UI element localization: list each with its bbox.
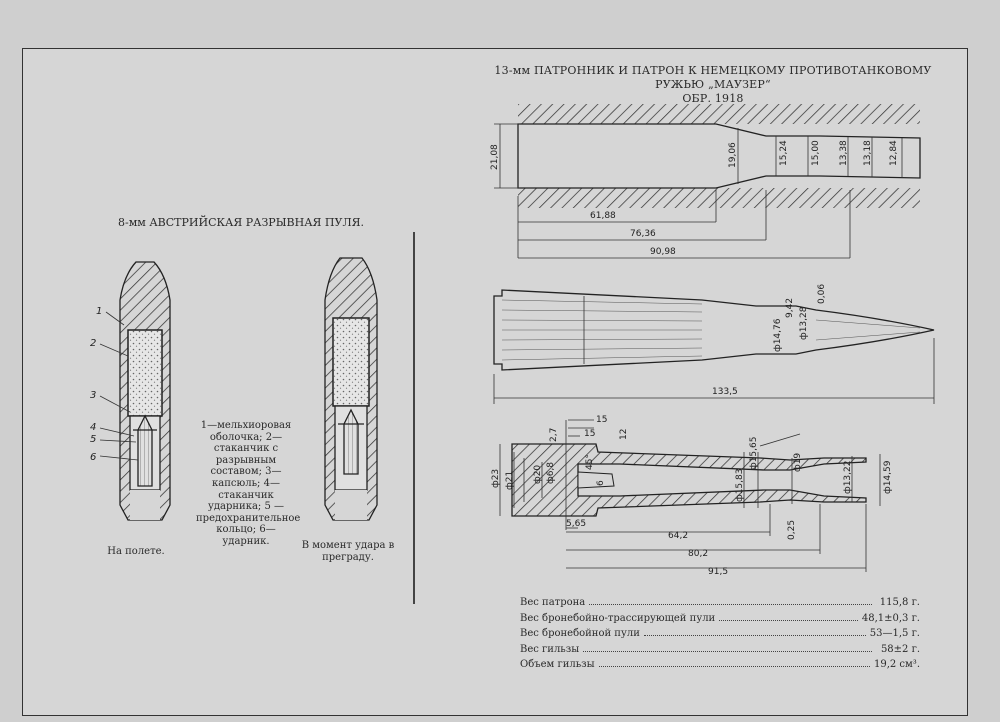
spec-row: Вес гильзы 58±2 г. [520, 644, 920, 660]
page-title: 13-мм ПАТРОННИК И ПАТРОН К НЕМЕЦКОМУ ПРО… [478, 64, 948, 106]
dim-label: 0,06 [817, 284, 827, 304]
caption-at-impact: В момент удара в преграду. [301, 540, 395, 563]
dim-label: ф14,59 [883, 460, 893, 494]
spec-leader-dots [589, 604, 872, 605]
cartridge-drawing: ф14,76 9,42 ф13,28 0,06 133,5 [493, 284, 935, 404]
caption-in-flight: На полете. [107, 546, 165, 557]
part-number: 3 [90, 390, 96, 401]
spec-value: 48,1±0,3 г. [861, 612, 920, 624]
dim-label: ф19 [793, 453, 803, 472]
dim-label: 15 [584, 429, 595, 439]
dim-label: 5,65 [566, 519, 586, 529]
spec-name: Вес бронебойной пули [520, 628, 640, 640]
part-number: 1 [96, 306, 102, 317]
spec-value: 115,8 г. [879, 597, 920, 608]
spec-leader-dots [643, 635, 866, 637]
dim-label: 64,2 [668, 531, 688, 541]
spec-row: Объем гильзы 19,2 см³. [520, 659, 920, 675]
dim-label: 61,88 [590, 211, 616, 221]
spec-leader-dots [583, 650, 872, 652]
dim-label: 80,2 [688, 549, 708, 559]
dim-label: 133,5 [712, 387, 738, 397]
dim-label: 90,98 [650, 247, 676, 257]
title-line-1: 13-мм ПАТРОННИК И ПАТРОН К НЕМЕЦКОМУ ПРО… [494, 64, 932, 91]
dim-label: 21,08 [490, 144, 500, 170]
part-leaders [99, 311, 139, 461]
part-numbers: 1 2 3 4 5 6 [90, 306, 102, 463]
dim-label: 15 [596, 415, 607, 425]
bullet-at-impact [324, 257, 378, 521]
section-divider [413, 232, 415, 604]
spec-leader-dots [598, 666, 870, 668]
dim-label: 91,5 [708, 567, 728, 577]
spec-row: Вес бронебойно-трассирующей пули 48,1±0,… [520, 613, 920, 629]
dim-label: ф13,22 [843, 461, 853, 494]
bullet-in-flight [119, 261, 171, 521]
dim-label: ф21 [505, 471, 515, 490]
dim-label: ф15,83 [735, 469, 745, 502]
specifications-table: Вес патрона 115,8 г. Вес бронебойно-трас… [520, 597, 920, 675]
dim-label: 6 [596, 480, 606, 486]
part-number: 4 [90, 422, 96, 433]
spec-name: Вес гильзы [520, 643, 580, 655]
case-section-drawing: ф23 ф21 ф20 ф6,8 ф15,83 ф15,65 ф19 ф13,2… [491, 415, 893, 577]
dim-label: ф15,65 [749, 437, 759, 470]
dim-label: 13,38 [839, 140, 849, 166]
spec-row: Вес бронебойной пули 53—1,5 г. [520, 628, 920, 644]
spec-name: Объем гильзы [520, 659, 595, 671]
dim-label: ф20 [533, 465, 543, 484]
dim-label: 15,24 [779, 140, 789, 166]
dim-label: 19,06 [728, 142, 738, 168]
part-number: 2 [90, 338, 96, 349]
dim-label: 45° [585, 454, 595, 470]
dim-label: ф14,76 [773, 318, 783, 352]
chamber-drawing: 21,08 19,06 15,24 15,00 13,38 13,18 12,8… [490, 104, 921, 259]
bullet-section-title: 8-мм АВСТРИЙСКАЯ РАЗРЫВНАЯ ПУЛЯ. [118, 216, 365, 229]
dim-label: 2,7 [549, 428, 559, 442]
part-number: 6 [90, 452, 96, 463]
dim-label: 12 [619, 429, 629, 440]
spec-name: Вес бронебойно-трассирующей пули [520, 612, 716, 624]
title-line-2: ОБР. 1918 [682, 92, 744, 105]
dim-label: 76,36 [630, 229, 656, 239]
parts-legend: 1—мельхиоровая оболочка; 2—стаканчик с р… [196, 420, 301, 547]
dim-label: ф13,28 [799, 306, 809, 340]
dim-label: 12,84 [889, 140, 899, 166]
dim-label: 9,42 [785, 298, 795, 318]
spec-leader-dots [719, 619, 858, 621]
spec-value: 58±2 г. [880, 643, 920, 655]
dim-label: 13,18 [863, 140, 873, 166]
spec-row: Вес патрона 115,8 г. [520, 597, 920, 613]
spec-value: 53—1,5 г. [869, 628, 920, 640]
dim-label: 0,25 [787, 520, 797, 540]
spec-value: 19,2 см³. [873, 659, 920, 671]
part-number: 5 [90, 434, 96, 445]
dim-label: ф6,8 [546, 462, 556, 484]
dim-label: 15,00 [811, 140, 821, 166]
dim-label: ф23 [491, 469, 501, 488]
spec-name: Вес патрона [520, 597, 586, 608]
